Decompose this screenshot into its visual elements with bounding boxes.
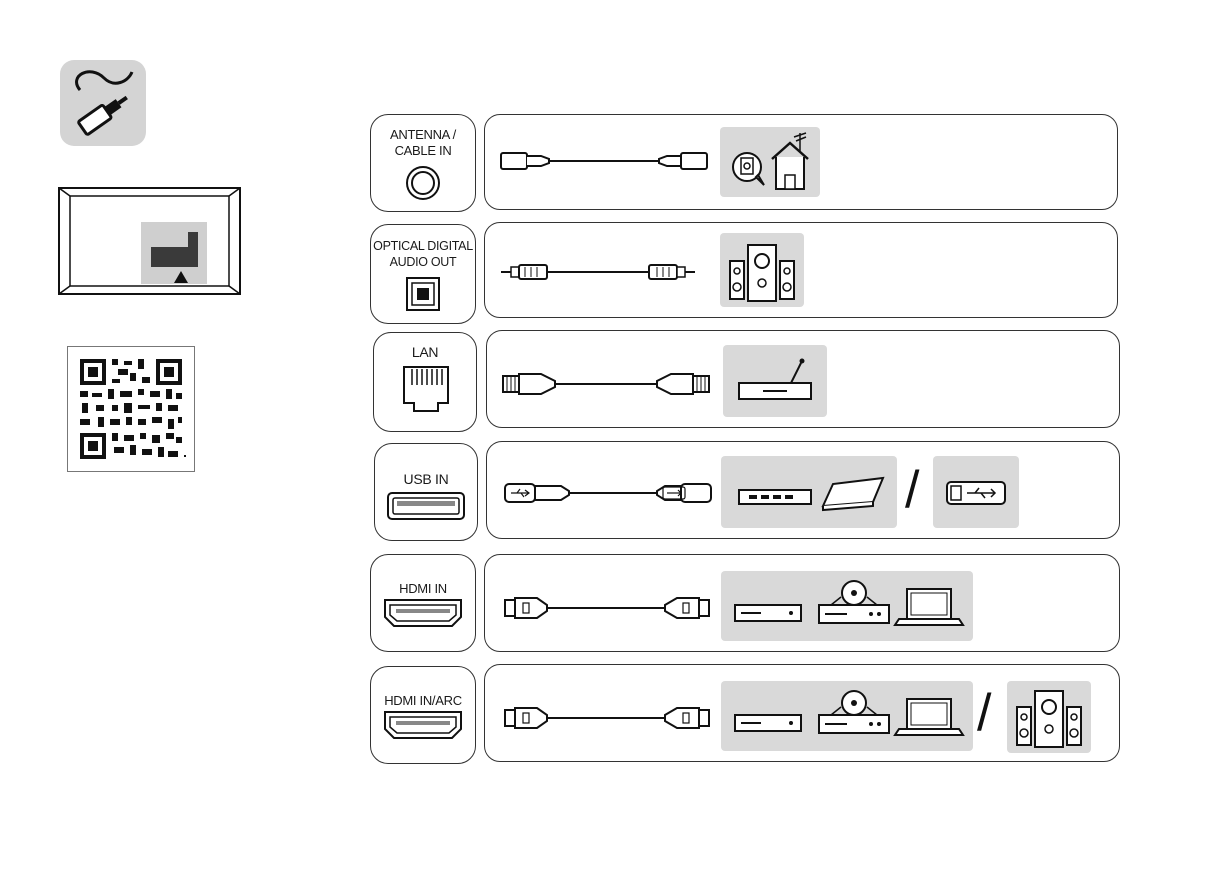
ethernet-port-icon	[400, 363, 452, 419]
usb-connection-row: /	[486, 441, 1120, 539]
hdmi-label: HDMI IN	[371, 581, 475, 596]
hdmi-arc-port-icon	[384, 711, 462, 739]
av-devices-icon	[721, 571, 973, 641]
hdd-drive-icon	[721, 456, 897, 528]
lan-connection-row	[486, 330, 1120, 428]
optical-connection-row	[484, 222, 1118, 318]
lan-port-box: LAN	[373, 332, 477, 432]
hdmi-port-box: HDMI IN	[370, 554, 476, 652]
tv-rear-panel-icon	[58, 187, 241, 295]
arc-speaker-panel	[1007, 681, 1091, 753]
wall-outlet-house-icon	[720, 127, 820, 197]
hdmi-arc-port-box: HDMI IN/ARC	[370, 666, 476, 764]
antenna-connection-row	[484, 114, 1118, 210]
hdmi-arc-device-panel	[721, 681, 973, 751]
coax-cable-icon	[499, 149, 709, 173]
arc-av-devices-icon	[721, 681, 973, 751]
optical-label-line1: OPTICAL DIGITAL	[371, 239, 475, 254]
antenna-device-panel	[720, 127, 820, 197]
hdmi-cable-icon	[503, 595, 713, 621]
usb-port-box: USB IN	[374, 443, 478, 541]
arc-separator-slash: /	[977, 687, 991, 739]
usb-stick-icon	[933, 456, 1019, 528]
optical-port-icon	[406, 277, 440, 311]
hdmi-arc-label: HDMI IN/ARC	[371, 693, 475, 708]
antenna-label-line1: ANTENNA /	[371, 127, 475, 142]
lan-label: LAN	[374, 345, 476, 360]
hdmi-arc-cable-icon	[503, 705, 713, 731]
hdmi-arc-connection-row: /	[484, 664, 1120, 762]
arc-speaker-system-icon	[1007, 681, 1091, 753]
optical-label-line2: AUDIO OUT	[371, 255, 475, 270]
hdmi-port-icon	[384, 599, 462, 627]
usb-port-icon	[387, 492, 465, 520]
usb-label: USB IN	[375, 472, 477, 487]
hdmi-connection-row	[484, 554, 1120, 652]
antenna-label-line2: CABLE IN	[371, 143, 475, 158]
qr-code-icon	[67, 346, 195, 472]
ethernet-cable-icon	[501, 371, 711, 397]
speaker-system-icon	[720, 233, 804, 307]
usb-storage-device-panel	[721, 456, 897, 528]
hdmi-device-panel	[721, 571, 973, 641]
usb-cable-icon	[503, 480, 713, 506]
optical-port-box: OPTICAL DIGITAL AUDIO OUT	[370, 224, 476, 324]
router-icon	[723, 345, 827, 417]
optical-cable-icon	[499, 261, 709, 283]
antenna-port-box: ANTENNA / CABLE IN	[370, 114, 476, 212]
usb-separator-slash: /	[905, 464, 919, 516]
usb-stick-panel	[933, 456, 1019, 528]
cable-plug-icon	[60, 60, 146, 146]
optical-device-panel	[720, 233, 804, 307]
lan-device-panel	[723, 345, 827, 417]
coax-port-icon	[405, 165, 441, 201]
